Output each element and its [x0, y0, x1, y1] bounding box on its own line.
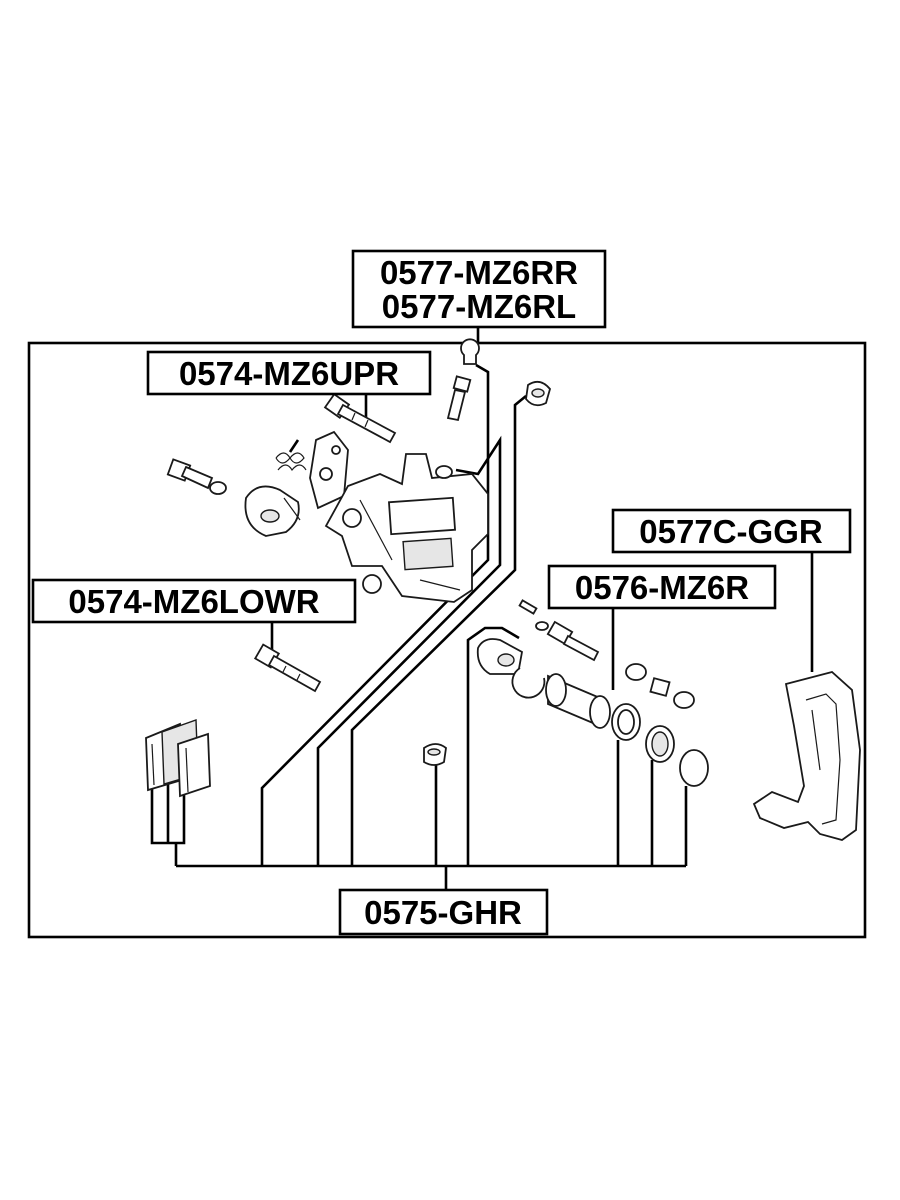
dust-boot-upper	[525, 380, 551, 407]
label-caliper-rl: 0577-MZ6RL	[382, 288, 576, 325]
bleeder-screw	[446, 338, 480, 422]
label-bracket: 0577C-GGR	[611, 508, 852, 554]
label-guide-pin-upper-text: 0574-MZ6UPR	[179, 355, 399, 392]
spring-clip	[275, 439, 307, 472]
label-guide-pin-lower-box	[31, 578, 357, 624]
piston	[545, 673, 611, 729]
label-piston: 0576-MZ6R	[547, 564, 777, 610]
sleeve	[423, 743, 447, 766]
piston-seals	[611, 703, 709, 787]
label-caliper-rr: 0577-MZ6RR	[380, 254, 578, 291]
leader-piston-boot	[466, 626, 520, 866]
label-repair-kit-text: 0575-GHR	[364, 894, 522, 931]
snap-ring	[511, 667, 546, 699]
bushing	[244, 485, 301, 537]
label-repair-kit-box	[338, 888, 549, 936]
label-guide-pin-upper-box	[146, 350, 432, 396]
label-guide-pin-upper: 0574-MZ6UPR	[146, 350, 432, 396]
leader-lines	[150, 327, 814, 890]
leader-dust-boot	[350, 394, 527, 866]
label-piston-box	[547, 564, 777, 610]
leader-boot-small	[316, 435, 502, 866]
label-guide-pin-lower-text: 0574-MZ6LOWR	[68, 583, 319, 620]
pin-small	[518, 599, 549, 631]
bolt-left	[166, 458, 227, 495]
label-caliper: 0577-MZ6RR 0577-MZ6RL	[351, 249, 607, 329]
small-rings	[625, 663, 695, 709]
label-repair-kit: 0575-GHR	[338, 888, 549, 936]
brake-pads	[145, 719, 211, 798]
label-bracket-text: 0577C-GGR	[639, 513, 823, 550]
guide-bolt-lower	[253, 643, 322, 693]
caliper-body	[324, 453, 489, 603]
caliper-bracket	[752, 671, 861, 841]
adjuster-screw	[546, 620, 600, 662]
piston-housing	[476, 638, 524, 675]
label-bracket-box	[611, 508, 852, 554]
label-guide-pin-lower: 0574-MZ6LOWR	[31, 578, 357, 624]
label-caliper-box	[351, 249, 607, 329]
label-piston-text: 0576-MZ6R	[575, 569, 749, 606]
guide-bolt-upper	[323, 393, 397, 444]
diagram-frame	[27, 341, 867, 939]
leader-bleeder-cap	[260, 363, 490, 866]
